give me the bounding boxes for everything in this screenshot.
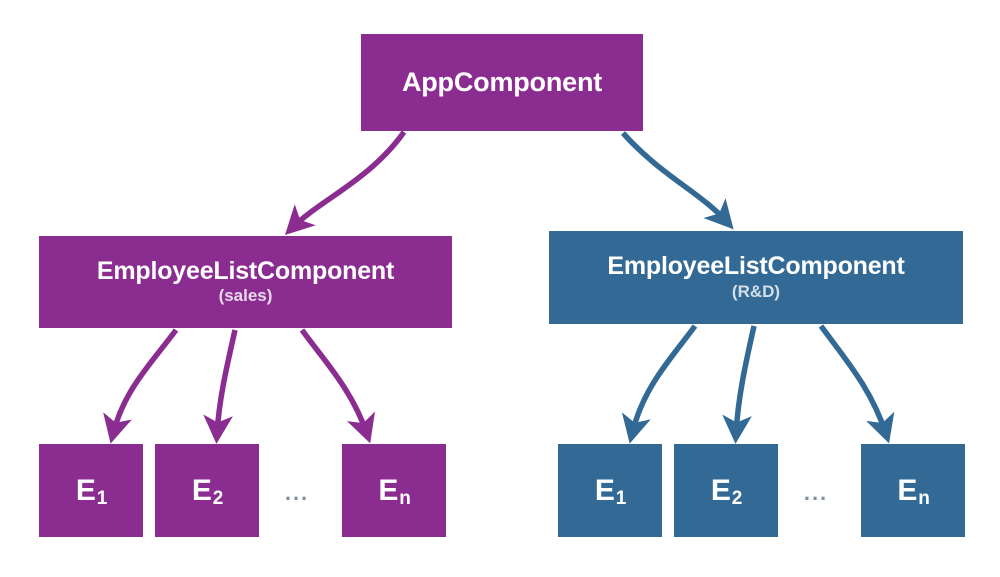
node-employee-rd-2-label: E2: [710, 474, 743, 509]
node-employee-list-sales-sublabel: (sales): [218, 286, 273, 306]
edge-rd-to-leaf-2: [722, 325, 757, 444]
node-employee-list-rd[interactable]: EmployeeListComponent (R&D): [549, 231, 963, 324]
ellipsis-rd: ...: [803, 480, 829, 505]
edge-app-to-sales: [284, 130, 407, 235]
edge-rd-to-leaf-n: [818, 324, 895, 444]
edge-sales-to-leaf-1: [103, 328, 179, 444]
node-employee-sales-1[interactable]: E1: [39, 444, 143, 537]
node-employee-list-rd-label: EmployeeListComponent: [607, 252, 905, 281]
node-employee-list-rd-sublabel: (R&D): [731, 281, 781, 301]
node-employee-rd-n-label: En: [897, 474, 930, 509]
node-employee-list-sales-label: EmployeeListComponent: [96, 256, 395, 285]
edge-app-to-rd: [620, 131, 734, 230]
node-employee-rd-1[interactable]: E1: [558, 444, 662, 537]
edge-sales-to-leaf-2: [203, 329, 238, 444]
node-employee-sales-n-label: En: [378, 474, 411, 509]
node-employee-sales-n[interactable]: En: [342, 444, 446, 537]
node-app-component-label: AppComponent: [401, 66, 603, 97]
node-employee-rd-1-label: E1: [594, 474, 627, 509]
node-employee-sales-1-label: E1: [75, 474, 108, 509]
node-employee-rd-2[interactable]: E2: [674, 444, 778, 537]
node-employee-sales-2-label: E2: [191, 474, 224, 509]
edge-rd-to-leaf-1: [621, 324, 698, 444]
ellipsis-sales: ...: [284, 480, 310, 505]
edge-sales-to-leaf-n: [299, 328, 376, 444]
node-app-component[interactable]: AppComponent: [361, 34, 643, 131]
node-employee-rd-n[interactable]: En: [861, 444, 965, 537]
node-employee-list-sales[interactable]: EmployeeListComponent (sales): [39, 236, 452, 328]
node-employee-sales-2[interactable]: E2: [155, 444, 259, 537]
